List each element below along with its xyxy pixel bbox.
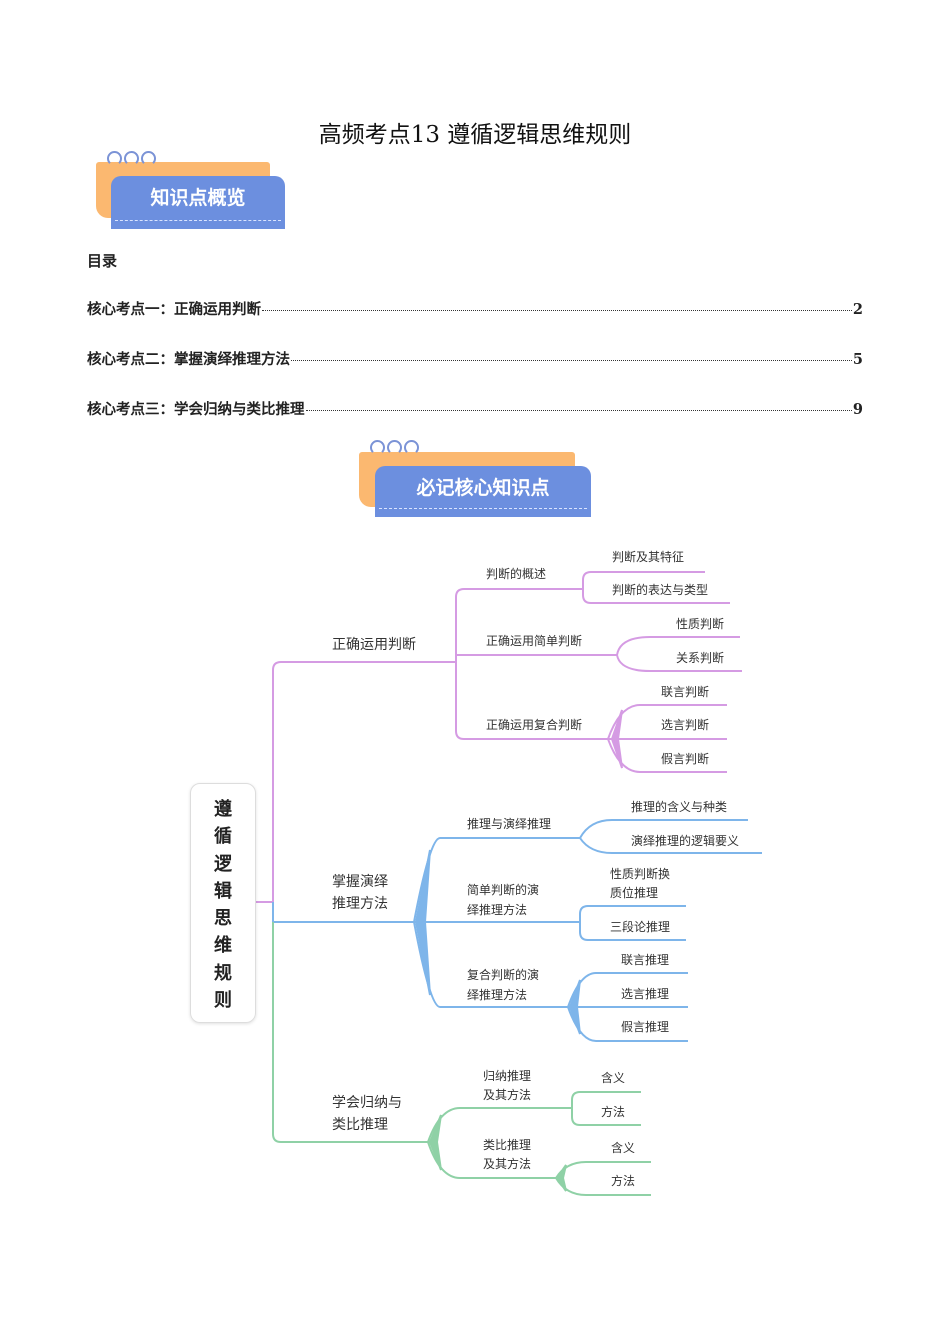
connector [255, 661, 456, 903]
toc-page: 9 [852, 401, 863, 418]
connector [567, 972, 688, 1042]
toc-page: 2 [852, 301, 863, 318]
node[interactable]: 及其方法 [483, 1157, 532, 1171]
branch-label[interactable]: 正确运用判断 [332, 637, 416, 653]
node[interactable]: 判断的概述 [486, 567, 547, 581]
node[interactable]: 推理与演绎推理 [467, 817, 552, 831]
connector [579, 819, 762, 854]
leaf[interactable]: 判断及其特征 [612, 550, 685, 564]
node[interactable]: 正确运用复合判断 [486, 718, 583, 732]
leaf[interactable]: 性质判断换 [610, 867, 671, 881]
node[interactable]: 及其方法 [483, 1088, 532, 1102]
connector [571, 1091, 641, 1126]
leaf[interactable]: 选言推理 [621, 987, 670, 1001]
toc-leader [291, 360, 852, 361]
node[interactable]: 归纳推理 [483, 1069, 532, 1083]
connector [555, 1164, 567, 1192]
connector [555, 1161, 651, 1196]
leaf[interactable]: 含义 [601, 1071, 626, 1085]
connector [428, 1114, 442, 1171]
connector [414, 849, 431, 996]
connector [568, 979, 581, 1035]
leaf[interactable]: 性质判断 [676, 617, 725, 631]
node[interactable]: 复合判断的演 [467, 968, 540, 982]
node[interactable]: 类比推理 [483, 1138, 532, 1152]
toc-label: 核心考点三：学会归纳与类比推理 [87, 401, 305, 418]
leaf[interactable]: 联言推理 [621, 953, 670, 967]
leaf[interactable]: 方法 [601, 1105, 626, 1119]
connector [610, 709, 623, 769]
toc-leader [262, 310, 852, 311]
leaf[interactable]: 联言判断 [661, 685, 710, 699]
leaf[interactable]: 演绎推理的逻辑要义 [631, 834, 740, 848]
node[interactable]: 绎推理方法 [467, 988, 528, 1002]
page-title: 高频考点13 遵循逻辑思维规则 [318, 122, 632, 148]
banner-label: 必记核心知识点 [416, 477, 550, 499]
toc-heading: 目录 [87, 252, 118, 270]
branch-label[interactable]: 类比推理 [332, 1117, 388, 1133]
leaf[interactable]: 质位推理 [610, 886, 659, 900]
connector [427, 1107, 572, 1179]
root-label: 遵循逻辑思维规则 [214, 799, 232, 1012]
leaf[interactable]: 方法 [611, 1174, 636, 1188]
leaf[interactable]: 三段论推理 [610, 920, 671, 934]
toc-page: 5 [852, 351, 863, 368]
node[interactable]: 简单判断的演 [467, 883, 540, 897]
connector [272, 922, 432, 1143]
banner-label: 知识点概览 [150, 187, 246, 209]
connector [579, 905, 686, 941]
connector [582, 571, 730, 604]
toc-entry[interactable]: 核心考点二：掌握演绎推理方法 5 [87, 348, 863, 369]
connector [607, 704, 727, 773]
node[interactable]: 正确运用简单判断 [486, 634, 583, 648]
toc-label: 核心考点二：掌握演绎推理方法 [87, 351, 290, 368]
toc-entry[interactable]: 核心考点一：正确运用判断 2 [87, 298, 863, 319]
branch-label[interactable]: 学会归纳与 [332, 1095, 402, 1111]
toc-entry[interactable]: 核心考点三：学会归纳与类比推理 9 [87, 398, 863, 419]
leaf[interactable]: 判断的表达与类型 [612, 583, 709, 597]
node[interactable]: 绎推理方法 [467, 903, 528, 917]
branch-label[interactable]: 推理方法 [332, 896, 388, 912]
connector [616, 636, 742, 672]
toc-label: 核心考点一：正确运用判断 [87, 301, 261, 318]
branch-label[interactable]: 掌握演绎 [332, 874, 388, 890]
leaf[interactable]: 假言判断 [661, 752, 710, 766]
toc-leader [305, 410, 852, 411]
leaf[interactable]: 假言推理 [621, 1020, 670, 1034]
mindmap-root[interactable]: 遵循逻辑思维规则 [190, 783, 256, 1023]
leaf[interactable]: 选言判断 [661, 718, 710, 732]
leaf[interactable]: 关系判断 [676, 651, 725, 665]
connector [455, 588, 617, 740]
leaf[interactable]: 推理的含义与种类 [631, 800, 728, 814]
leaf[interactable]: 含义 [611, 1141, 636, 1155]
